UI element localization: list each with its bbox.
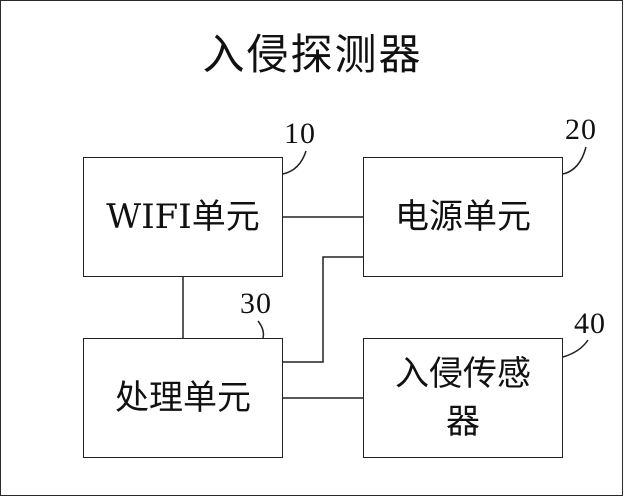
wifi-unit-box: WIFI单元 <box>83 157 283 277</box>
sensor-ref-number: 40 <box>574 307 606 340</box>
intrusion-sensor-label: 入侵传感 器 <box>395 354 531 442</box>
wifi-ref-number: 10 <box>284 117 316 150</box>
power-unit-box: 电源单元 <box>363 157 563 277</box>
wifi-unit-label: WIFI单元 <box>106 197 260 237</box>
diagram-title: 入侵探测器 <box>202 30 423 79</box>
processor-unit-label: 处理单元 <box>115 378 251 418</box>
processor-ref-number: 30 <box>240 287 272 320</box>
power-unit-label: 电源单元 <box>395 197 531 237</box>
processor-unit-box: 处理单元 <box>83 338 283 458</box>
intrusion-sensor-box: 入侵传感 器 <box>363 338 563 458</box>
power-ref-number: 20 <box>565 113 597 146</box>
